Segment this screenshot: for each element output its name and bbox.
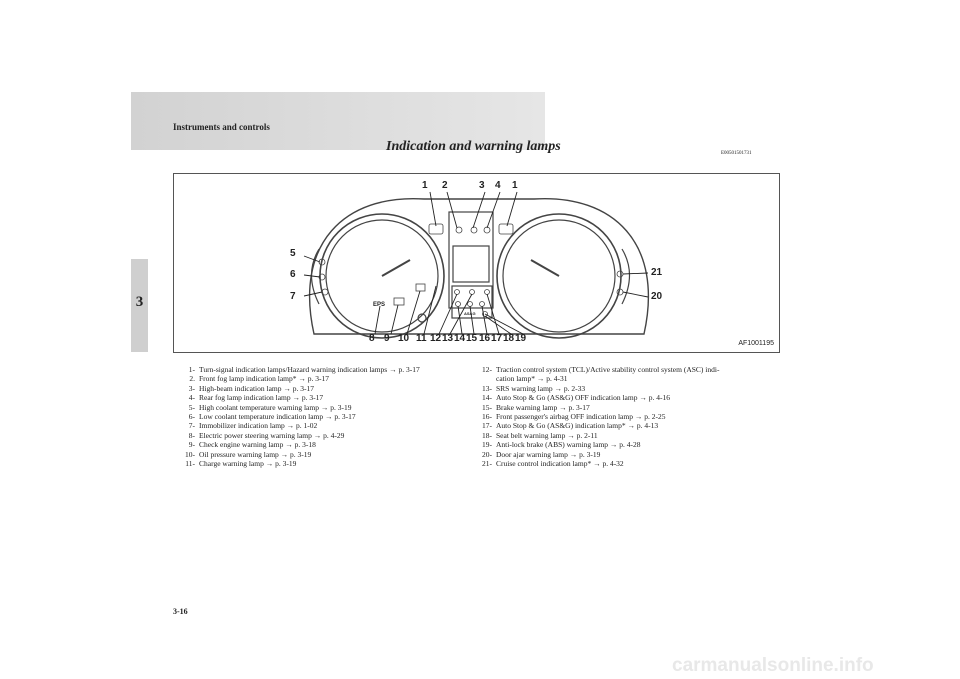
instrument-cluster-drawing: EPS AS&G xyxy=(303,191,649,339)
trip-knob xyxy=(417,313,427,323)
list-item: 11-Charge warning lamp → p. 3-19 xyxy=(185,459,297,469)
callout-21: 21 xyxy=(651,267,663,278)
list-item: 8-Electric power steering warning lamp →… xyxy=(188,430,345,440)
callout-2: 2 xyxy=(442,180,448,191)
callout-20: 20 xyxy=(651,291,663,302)
list-item: 7-Immobilizer indication lamp → p. 1-02 xyxy=(188,421,318,431)
list-item: 13-SRS warning lamp → p. 2-33 xyxy=(482,383,586,393)
list-item: 21-Cruise control indication lamp* → p. … xyxy=(482,459,624,469)
watermark: carmanualsonline.info xyxy=(672,655,874,676)
cluster-housing xyxy=(309,198,649,335)
list-item: 10-Oil pressure warning lamp → p. 3-19 xyxy=(185,449,312,459)
callout-18: 18 xyxy=(503,333,515,344)
list-item: 16-Front passenger's airbag OFF indicati… xyxy=(482,412,666,422)
list-item: 3-High-beam indication lamp → p. 3-17 xyxy=(188,383,314,393)
list-item-continuation: cation lamp* → p. 4-31 xyxy=(496,374,568,384)
callout-4: 4 xyxy=(495,180,501,191)
right-gauge-wing xyxy=(621,248,631,305)
seat-belt-icon xyxy=(484,289,490,295)
list-item: 14-Auto Stop & Go (AS&G) OFF indication … xyxy=(482,393,670,403)
list-item: 19-Anti-lock brake (ABS) warning lamp → … xyxy=(482,440,641,450)
left-gauge-wing xyxy=(310,248,320,305)
list-item: 17-Auto Stop & Go (AS&G) indication lamp… xyxy=(482,421,659,431)
speedometer-inner xyxy=(325,219,439,333)
check-engine-icon xyxy=(393,297,405,306)
section-title: Instruments and controls xyxy=(173,122,270,132)
callout-19: 19 xyxy=(515,333,527,344)
asg-lamp-label: AS&G xyxy=(464,311,476,316)
callout-14: 14 xyxy=(454,333,466,344)
center-display-screen xyxy=(452,245,490,283)
callout-12: 12 xyxy=(430,333,442,344)
chapter-number: 3 xyxy=(135,294,144,310)
tachometer-outer xyxy=(496,213,622,339)
callout-3: 3 xyxy=(479,180,485,191)
list-item: 4-Rear fog lamp indication lamp → p. 3-1… xyxy=(188,393,324,403)
turn-signal-right-icon xyxy=(498,223,514,235)
callout-8: 8 xyxy=(369,333,375,344)
tcl-asc-icon xyxy=(454,289,460,295)
list-item: 18-Seat belt warning lamp → p. 2-11 xyxy=(482,430,598,440)
callout-16: 16 xyxy=(479,333,491,344)
callout-1b: 1 xyxy=(512,180,518,191)
callout-11: 11 xyxy=(416,333,427,344)
high-beam-icon xyxy=(470,226,478,234)
speedometer-needle xyxy=(381,259,411,277)
list-item: 12-Traction control system (TCL)/Active … xyxy=(482,365,720,374)
list-item: 2.Front fog lamp indication lamp* → p. 3… xyxy=(189,374,329,384)
callout-7: 7 xyxy=(290,291,296,302)
chapter-tab xyxy=(131,259,148,352)
list-item: 20-Door ajar warning lamp → p. 3-19 xyxy=(482,449,601,459)
callout-6: 6 xyxy=(290,269,296,280)
cruise-control-icon xyxy=(616,270,624,278)
center-display xyxy=(448,211,494,309)
asg-off-icon xyxy=(455,301,461,307)
list-item: 6-Low coolant temperature indication lam… xyxy=(188,412,356,422)
callout-9: 9 xyxy=(384,333,390,344)
front-fog-icon xyxy=(455,226,463,234)
brake-icon xyxy=(467,301,473,307)
callout-5: 5 xyxy=(290,248,296,259)
list-item: 9-Check engine warning lamp → p. 3-18 xyxy=(188,440,316,450)
page-number: 3-16 xyxy=(173,607,188,616)
list-item: 15-Brake warning lamp → p. 3-17 xyxy=(482,402,590,412)
speedometer-outer xyxy=(319,213,445,339)
lamp-list-left: 1-Turn-signal indication lamps/Hazard wa… xyxy=(171,365,420,468)
header-band xyxy=(131,92,545,150)
page-code: E00501501731 xyxy=(721,151,752,156)
instrument-cluster-figure: EPS AS&G 1 2 3 4 1 xyxy=(173,173,780,353)
callout-1a: 1 xyxy=(422,180,428,191)
figure-code: AF1001195 xyxy=(738,340,774,347)
callout-15: 15 xyxy=(466,333,478,344)
charge-icon xyxy=(415,283,426,292)
tachometer-inner xyxy=(502,219,616,333)
callout-17: 17 xyxy=(491,333,503,344)
callout-13: 13 xyxy=(442,333,454,344)
list-item: 5-High coolant temperature warning lamp … xyxy=(188,402,352,412)
callout-10: 10 xyxy=(398,333,410,344)
list-item: 1-Turn-signal indication lamps/Hazard wa… xyxy=(188,365,420,374)
page-heading: Indication and warning lamps xyxy=(386,139,561,154)
passenger-airbag-icon xyxy=(479,301,485,307)
tachometer-needle xyxy=(530,259,560,277)
eps-lamp-label: EPS xyxy=(373,302,385,308)
srs-icon xyxy=(469,289,475,295)
lamp-list-right: 12-Traction control system (TCL)/Active … xyxy=(468,365,719,468)
